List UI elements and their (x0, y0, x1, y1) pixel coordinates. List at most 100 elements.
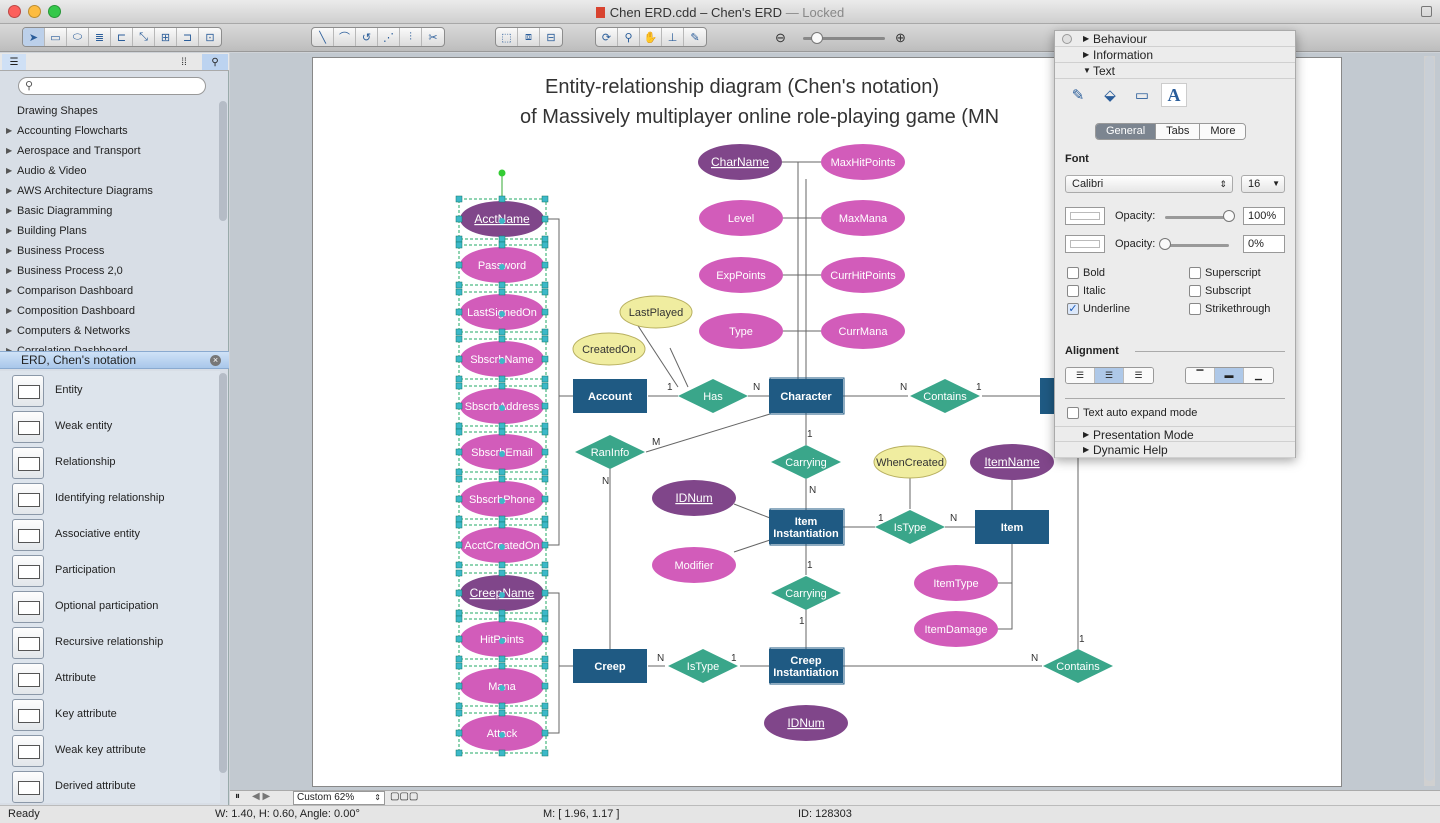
zoom-slider[interactable]: ⊖ ⊕ (775, 30, 915, 46)
selection-handle[interactable] (455, 328, 463, 336)
search-tab-icon[interactable]: ⚲ (202, 54, 228, 70)
shape-item[interactable]: Weak key attribute (0, 733, 220, 769)
selection-handle[interactable] (541, 402, 549, 410)
align-left-icon[interactable]: ☰ (1066, 368, 1095, 383)
align-right-icon[interactable]: ☰ (1124, 368, 1153, 383)
selection-handle[interactable] (455, 382, 463, 390)
library-item[interactable]: ▶Basic Diagramming (0, 201, 229, 221)
entity-shape[interactable] (769, 649, 843, 683)
library-item[interactable]: ▶Accounting Flowcharts (0, 121, 229, 141)
attribute-shape[interactable] (873, 445, 947, 479)
section-presentation-mode[interactable]: ▶Presentation Mode (1055, 426, 1295, 442)
selection-handle[interactable] (498, 195, 506, 203)
selection-handle[interactable] (498, 521, 506, 529)
selection-handle[interactable] (498, 702, 506, 710)
checkbox-superscript[interactable] (1189, 267, 1201, 279)
selection-handle[interactable] (541, 235, 549, 243)
section-information[interactable]: ▶Information (1055, 47, 1295, 63)
key-attribute-shape[interactable] (698, 144, 782, 180)
selection-handle[interactable] (541, 448, 549, 456)
attribute-shape[interactable] (914, 611, 998, 647)
connector-tool-icon[interactable]: ⊏ (111, 28, 133, 46)
selection-handle[interactable] (541, 355, 549, 363)
attribute-shape[interactable] (572, 332, 646, 366)
selection-handle[interactable] (455, 702, 463, 710)
selection-handle[interactable] (455, 541, 463, 549)
selection-handle[interactable] (455, 402, 463, 410)
connection-point[interactable] (499, 592, 505, 598)
selection-handle[interactable] (498, 288, 506, 296)
checkbox-italic[interactable] (1067, 285, 1079, 297)
selection-handle[interactable] (498, 235, 506, 243)
connection-point[interactable] (499, 311, 505, 317)
selection-handle[interactable] (541, 422, 549, 430)
shape-item[interactable]: Relationship (0, 445, 220, 481)
selection-handle[interactable] (455, 468, 463, 476)
library-item[interactable]: ▶Audio & Video (0, 161, 229, 181)
tab-more[interactable]: More (1200, 124, 1246, 139)
library-scrollbar[interactable] (219, 101, 227, 221)
background-color-swatch[interactable] (1065, 235, 1105, 253)
selection-handle[interactable] (455, 241, 463, 249)
selection-handle[interactable] (541, 589, 549, 597)
entity-shape[interactable] (769, 510, 843, 544)
chain-tool-icon[interactable]: ⊐ (177, 28, 199, 46)
snap-tool-icon[interactable]: ⫶ (400, 28, 422, 46)
erd-diagram[interactable]: Entity-relationship diagram (Chen's nota… (312, 57, 1342, 787)
selection-handle[interactable] (455, 635, 463, 643)
entity-shape[interactable] (975, 510, 1049, 544)
tree-tool-icon[interactable]: ⊞ (155, 28, 177, 46)
selection-handle[interactable] (541, 615, 549, 623)
stamp-icon[interactable]: ⊥ (662, 28, 684, 46)
selection-handle[interactable] (455, 561, 463, 569)
text-tool-icon[interactable]: ≣ (89, 28, 111, 46)
library-tree-tab-icon[interactable]: ☰ (2, 54, 26, 70)
smart-connector-tool-icon[interactable]: ⤡ (133, 28, 155, 46)
shape-item[interactable]: Attribute (0, 661, 220, 697)
selection-handle[interactable] (498, 662, 506, 670)
connection-point[interactable] (499, 498, 505, 504)
relationship-shape[interactable] (678, 379, 748, 413)
connection-point[interactable] (499, 544, 505, 550)
selection-handle[interactable] (541, 328, 549, 336)
connection-point[interactable] (499, 358, 505, 364)
selection-handle[interactable] (541, 609, 549, 617)
rotation-handle[interactable] (498, 169, 506, 177)
relationship-shape[interactable] (875, 510, 945, 544)
curve-tool-icon[interactable]: ↺ (356, 28, 378, 46)
selection-handle[interactable] (498, 569, 506, 577)
polyline-tool-icon[interactable]: ⋰ (378, 28, 400, 46)
selection-handle[interactable] (455, 655, 463, 663)
selection-handle[interactable] (498, 475, 506, 483)
minimize-window-button[interactable] (28, 5, 41, 18)
selection-handle[interactable] (541, 541, 549, 549)
selection-handle[interactable] (455, 569, 463, 577)
page-view-icon[interactable]: ▢▢▢ (390, 791, 419, 802)
align-middle-icon[interactable]: ▬ (1215, 368, 1244, 383)
selection-handle[interactable] (498, 749, 506, 757)
selection-handle[interactable] (455, 308, 463, 316)
shape-item[interactable]: Participation (0, 553, 220, 589)
selection-handle[interactable] (541, 655, 549, 663)
opacity-field-1[interactable]: 100% (1243, 207, 1285, 225)
attribute-shape[interactable] (699, 200, 783, 236)
relationship-shape[interactable] (771, 445, 841, 479)
selection-handle[interactable] (541, 682, 549, 690)
library-item[interactable]: ▶Composition Dashboard (0, 301, 229, 321)
relationship-shape[interactable] (668, 649, 738, 683)
selection-handle[interactable] (455, 375, 463, 383)
align-tool-icon[interactable]: ⊟ (546, 31, 556, 44)
arc-tool-icon[interactable]: ⌒ (334, 28, 356, 46)
selection-handle[interactable] (455, 729, 463, 737)
entity-shape[interactable] (769, 379, 843, 413)
pointer-tool-icon[interactable]: ➤ (23, 28, 45, 46)
attribute-shape[interactable] (619, 295, 693, 329)
font-family-select[interactable]: Calibri⇕ (1065, 175, 1233, 193)
line-style-icon[interactable]: ✎ (1071, 87, 1085, 104)
font-size-select[interactable]: 16▼ (1241, 175, 1285, 193)
connection-point[interactable] (499, 685, 505, 691)
key-attribute-shape[interactable] (652, 480, 736, 516)
align-top-icon[interactable]: ▔ (1186, 368, 1215, 383)
entity-shape-partial[interactable] (1040, 378, 1054, 414)
opacity-slider-2[interactable] (1165, 244, 1229, 247)
